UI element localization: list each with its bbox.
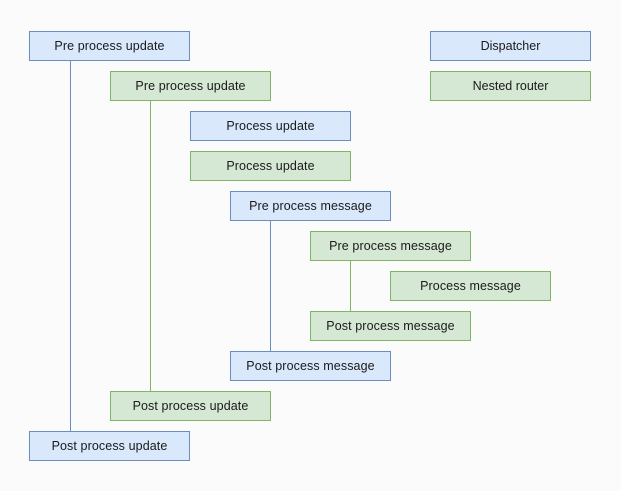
node-pre-process-update-dispatcher[interactable]: Pre process update (29, 31, 190, 61)
node-post-process-message-router[interactable]: Post process message (310, 311, 471, 341)
legend-item-dispatcher[interactable]: Dispatcher (430, 31, 591, 61)
connector-dispatcher-update (70, 61, 71, 431)
node-pre-process-update-router[interactable]: Pre process update (110, 71, 271, 101)
node-process-message-router[interactable]: Process message (390, 271, 551, 301)
node-pre-process-message-router[interactable]: Pre process message (310, 231, 471, 261)
legend-item-nested-router[interactable]: Nested router (430, 71, 591, 101)
connector-dispatcher-message (270, 221, 271, 351)
node-post-process-update-dispatcher[interactable]: Post process update (29, 431, 190, 461)
node-process-update-router[interactable]: Process update (190, 151, 351, 181)
connector-router-update (150, 101, 151, 391)
node-post-process-update-router[interactable]: Post process update (110, 391, 271, 421)
node-process-update-dispatcher[interactable]: Process update (190, 111, 351, 141)
connector-router-message (350, 261, 351, 311)
node-post-process-message-dispatcher[interactable]: Post process message (230, 351, 391, 381)
node-pre-process-message-dispatcher[interactable]: Pre process message (230, 191, 391, 221)
